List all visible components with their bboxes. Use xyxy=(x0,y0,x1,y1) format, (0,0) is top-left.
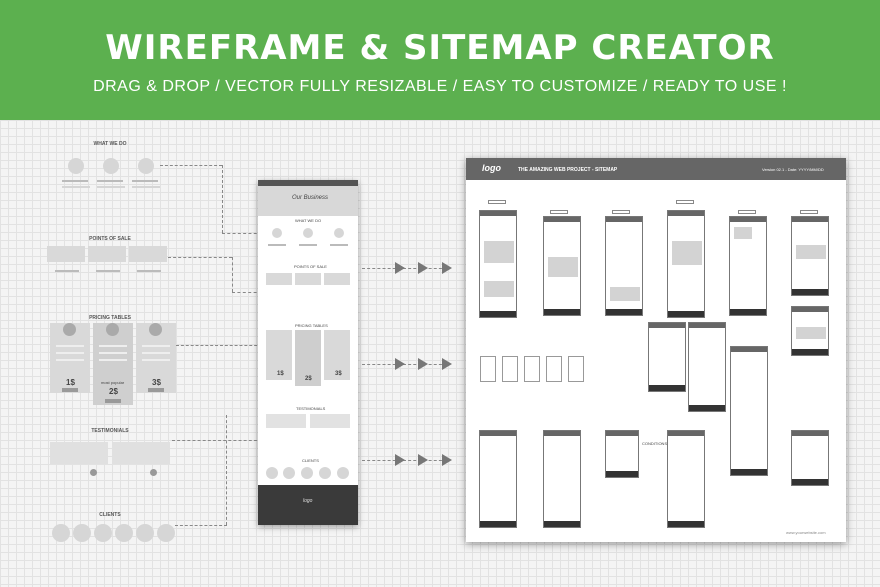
feature-circle xyxy=(68,158,84,174)
left-component-library: WHAT WE DO POINTS OF SALE PRICING TABLES… xyxy=(40,130,220,580)
sitemap-page xyxy=(605,216,643,316)
sitemap-page xyxy=(729,216,767,316)
conditions-label: CONDITIONS xyxy=(642,441,668,446)
arrow-icon xyxy=(442,454,452,466)
mock-price: 1$ xyxy=(277,371,284,377)
pricing-card xyxy=(93,323,133,405)
buy-button[interactable] xyxy=(62,388,78,392)
sitemap-page xyxy=(667,430,705,528)
arrow-icon xyxy=(418,358,428,370)
sitemap-page xyxy=(791,306,829,356)
mock-price: 3$ xyxy=(335,371,342,377)
sitemap-page xyxy=(791,216,829,296)
sitemap-page xyxy=(667,210,705,318)
sitemap-page xyxy=(479,430,517,528)
sitemap-page xyxy=(688,322,726,412)
sitemap-logo: logo xyxy=(482,163,501,173)
clients-label: CLIENTS xyxy=(99,512,121,518)
feature-circle xyxy=(138,158,154,174)
testimonials-label: TESTIMONIALS xyxy=(91,428,129,434)
page-mockup: Our Business WHAT WE DO POINTS OF SALE P… xyxy=(258,180,358,525)
sitemap-page xyxy=(605,430,639,478)
price-value: 3$ xyxy=(152,378,161,387)
arrow-icon xyxy=(395,262,405,274)
what-we-do-label: WHAT WE DO xyxy=(93,141,127,147)
mock-clients: CLIENTS xyxy=(302,458,319,463)
feature-circle xyxy=(103,158,119,174)
arrow-icon xyxy=(418,262,428,274)
avatar xyxy=(150,469,157,476)
mock-points-of-sale: POINTS OF SALE xyxy=(294,264,327,269)
pricing-tables-label: PRICING TABLES xyxy=(89,315,131,321)
sitemap-page xyxy=(479,210,517,318)
hero-title: Our Business xyxy=(292,195,329,201)
arrow-icon xyxy=(442,262,452,274)
sitemap-page xyxy=(543,430,581,528)
mock-price: 2$ xyxy=(305,376,312,382)
testimonial-bubble xyxy=(112,442,170,464)
price-value: 2$ xyxy=(109,387,118,396)
sitemap-footer: www.yourwebsite.com xyxy=(786,530,826,535)
sitemap-page xyxy=(730,346,768,476)
mock-footer-logo: logo xyxy=(303,498,313,504)
banner-title: WIREFRAME & SITEMAP CREATOR xyxy=(105,28,775,68)
buy-button[interactable] xyxy=(148,388,164,392)
testimonial-bubble xyxy=(50,442,108,464)
client-logo xyxy=(94,524,112,542)
point-of-sale-box xyxy=(88,246,126,262)
sitemap-sheet: logo THE AMAZING WEB PROJECT - SITEMAP V… xyxy=(466,158,846,542)
header-banner: WIREFRAME & SITEMAP CREATOR DRAG & DROP … xyxy=(0,0,880,120)
avatar xyxy=(90,469,97,476)
buy-button[interactable] xyxy=(105,399,121,403)
point-of-sale-box xyxy=(129,246,167,262)
point-of-sale-box xyxy=(47,246,85,262)
arrow-icon xyxy=(418,454,428,466)
client-logo xyxy=(115,524,133,542)
client-logo xyxy=(52,524,70,542)
sitemap-page xyxy=(648,322,686,392)
sitemap-page xyxy=(543,216,581,316)
sitemap-title: THE AMAZING WEB PROJECT - SITEMAP xyxy=(518,167,618,173)
client-logo xyxy=(73,524,91,542)
sitemap-version: Version 02.1 - Date: YYYY/MM/DD xyxy=(762,167,824,172)
points-of-sale-label: POINTS OF SALE xyxy=(89,236,131,242)
sitemap-page xyxy=(791,430,829,486)
mock-testimonials: TESTIMONIALS xyxy=(296,406,326,411)
arrow-icon xyxy=(395,454,405,466)
price-value: 1$ xyxy=(66,378,75,387)
mock-pricing-tables: PRICING TABLES xyxy=(295,323,328,328)
mock-what-we-do: WHAT WE DO xyxy=(295,218,322,223)
arrow-icon xyxy=(395,358,405,370)
client-logo xyxy=(136,524,154,542)
most-popular-label: most popular xyxy=(101,380,125,385)
arrow-icon xyxy=(442,358,452,370)
client-logo xyxy=(157,524,175,542)
banner-subtitle: DRAG & DROP / VECTOR FULLY RESIZABLE / E… xyxy=(93,78,787,95)
